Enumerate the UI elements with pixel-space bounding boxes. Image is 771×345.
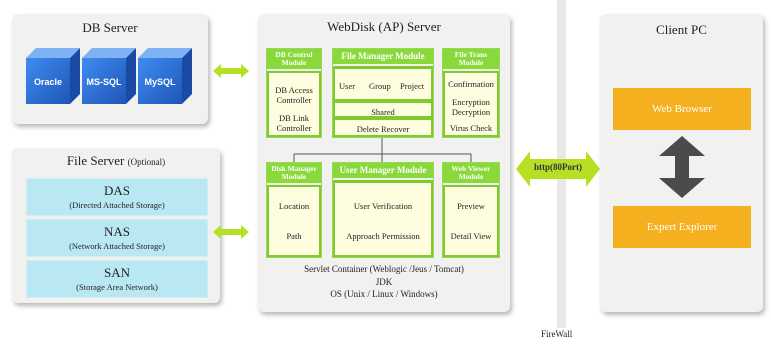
user-manager-header: User Manager Module xyxy=(333,163,433,180)
db-cube-label-oracle: Oracle xyxy=(34,77,62,87)
storage-das: DAS (Directed Attached Storage) xyxy=(26,178,208,216)
fm-shared: Shared xyxy=(371,107,395,117)
storage-san-name: SAN xyxy=(103,265,130,280)
web-viewer-header-line2: Module xyxy=(458,172,484,181)
ap-footer-servlet: Servlet Container (Weblogic /Jeus / Tomc… xyxy=(304,264,464,274)
ap-server-panel: WebDisk (AP) Server DB Control Module DB… xyxy=(258,14,510,312)
fm-user: User xyxy=(339,81,356,91)
file-manager-header: File Manager Module xyxy=(333,49,433,66)
ft-confirmation: Confirmation xyxy=(448,79,494,89)
um-user-verification: User Verification xyxy=(353,201,413,211)
firewall-label: FireWall xyxy=(541,329,573,339)
ap-server-title: WebDisk (AP) Server xyxy=(327,19,441,34)
db-control-header-line1: DB Control xyxy=(275,50,313,59)
web-browser-box: Web Browser xyxy=(613,88,751,130)
db-link-line1: DB Link xyxy=(279,113,309,123)
file-server-title-text: File Server xyxy=(66,153,125,168)
storage-nas: NAS (Network Attached Storage) xyxy=(26,219,208,257)
ft-encryption-line2: Decryption xyxy=(451,107,491,117)
file-trans-header-line1: File Trans xyxy=(454,50,488,59)
file-trans-module: File Trans Module Confirmation Encryptio… xyxy=(442,48,500,138)
http-connector-label: http(80Port) xyxy=(534,162,582,172)
db-control-module: DB Control Module DB Access Controller D… xyxy=(266,48,322,138)
um-approach-permission: Approach Permission xyxy=(346,231,420,241)
user-manager-module: User Manager Module User Verification Ap… xyxy=(332,162,434,258)
web-viewer-module: Web Viewer Module Preview Detail View xyxy=(442,162,500,258)
file-trans-header: File Trans Module xyxy=(443,49,499,71)
db-cubes: Oracle MS-SQL MySQL xyxy=(26,48,192,104)
ap-footer-os: OS (Unix / Linux / Windows) xyxy=(330,289,438,299)
ft-virus-check: Virus Check xyxy=(449,123,493,133)
db-control-header-line2: Module xyxy=(281,58,307,67)
db-cube-label-mssql: MS-SQL xyxy=(87,77,123,87)
disk-manager-header: Disk Manager Module xyxy=(267,163,321,185)
db-control-body xyxy=(269,73,319,135)
db-server-panel: DB Server Oracle MS-SQL MySQL xyxy=(12,14,208,124)
disk-manager-header-line1: Disk Manager xyxy=(271,164,317,173)
ft-encryption-line1: Encryption xyxy=(452,97,490,107)
file-manager-body-shared xyxy=(335,103,431,116)
ap-footer-jdk: JDK xyxy=(375,277,393,287)
db-cube-mysql: MySQL xyxy=(138,48,192,104)
dm-location: Location xyxy=(278,201,310,211)
db-control-header: DB Control Module xyxy=(267,49,321,71)
storage-san-desc: (Storage Area Network) xyxy=(76,282,158,292)
web-viewer-header-line1: Web Viewer xyxy=(451,164,491,173)
client-updown-arrow xyxy=(659,136,705,198)
file-link-arrow xyxy=(213,225,249,239)
file-manager-body-top xyxy=(335,69,431,99)
file-server-title-note: (Optional) xyxy=(127,157,166,167)
http-connector-arrow xyxy=(516,151,600,187)
db-cube-mssql: MS-SQL xyxy=(82,48,136,104)
storage-das-desc: (Directed Attached Storage) xyxy=(69,200,165,210)
file-trans-header-line2: Module xyxy=(458,58,484,67)
file-server-title: File Server (Optional) xyxy=(12,153,220,169)
web-viewer-header: Web Viewer Module xyxy=(443,163,499,185)
storage-nas-name: NAS xyxy=(103,224,130,239)
fm-project: Project xyxy=(400,81,425,91)
storage-san: SAN (Storage Area Network) xyxy=(26,260,208,298)
disk-manager-body xyxy=(269,187,319,255)
file-server-panel: File Server (Optional) DAS (Directed Att… xyxy=(12,148,220,303)
storage-das-name: DAS xyxy=(103,183,130,198)
db-access-controller: DB Access Controller xyxy=(267,85,321,105)
wv-preview: Preview xyxy=(457,201,485,211)
fm-delete-recover: Delete Recover xyxy=(356,124,410,134)
dm-path: Path xyxy=(286,231,302,241)
user-manager-body xyxy=(335,183,431,255)
disk-manager-module: Disk Manager Module Location Path xyxy=(266,162,322,258)
wv-detail-view: Detail View xyxy=(450,231,492,241)
db-server-title: DB Server xyxy=(82,20,138,35)
db-cube-label-mysql: MySQL xyxy=(144,77,176,87)
file-manager-body-recover xyxy=(335,120,431,135)
expert-explorer-box: Expert Explorer xyxy=(613,206,751,248)
ft-encryption: Encryption Decryption xyxy=(443,97,499,117)
db-cube-oracle: Oracle xyxy=(26,48,80,104)
db-access-line2: Controller xyxy=(276,95,312,105)
file-trans-body xyxy=(445,73,497,135)
disk-manager-header-line2: Module xyxy=(281,172,307,181)
web-viewer-body xyxy=(445,187,497,255)
storage-nas-desc: (Network Attached Storage) xyxy=(69,241,165,251)
module-connectors xyxy=(293,138,472,162)
file-manager-module: File Manager Module User Group Project S… xyxy=(332,48,434,138)
db-link-line2: Controller xyxy=(276,123,312,133)
client-pc-title: Client PC xyxy=(656,22,707,37)
db-link-arrow xyxy=(213,64,249,78)
db-access-line1: DB Access xyxy=(275,85,313,95)
db-link-controller: DB Link Controller xyxy=(267,113,321,133)
fm-group: Group xyxy=(369,81,391,91)
